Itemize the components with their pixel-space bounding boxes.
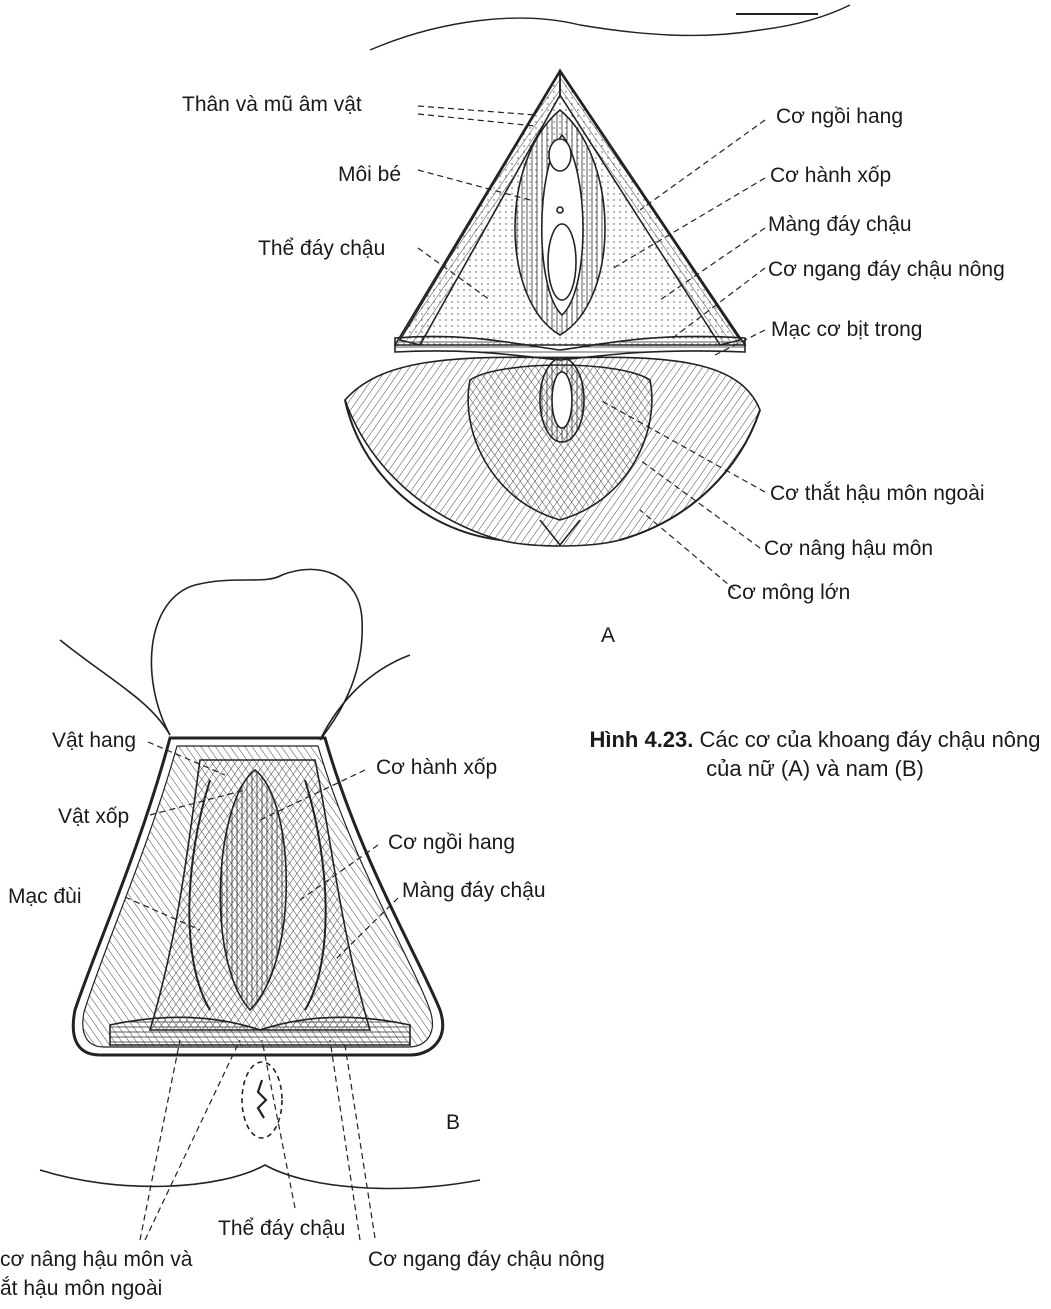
label-bulbospongiosus-b: Cơ hành xốp — [376, 757, 497, 778]
caption-number: Hình 4.23. — [589, 727, 693, 752]
label-corpus-cavernosum: Vật hang — [52, 730, 136, 751]
label-perineal-membrane-b: Màng đáy chậu — [402, 880, 546, 901]
label-obturator-internus-fascia: Mạc cơ bịt trong — [771, 319, 923, 340]
label-fascia-lata: Mạc đùi — [8, 886, 82, 907]
label-levator-ani-a: Cơ nâng hậu môn — [764, 538, 933, 559]
label-perineal-body-b: Thể đáy chậu — [218, 1218, 345, 1239]
label-perineal-membrane-a: Màng đáy chậu — [768, 214, 912, 235]
label-gluteus-maximus: Cơ mông lớn — [727, 582, 850, 603]
label-external-anal-sphincter-a: Cơ thắt hậu môn ngoài — [770, 483, 985, 504]
label-perineal-body-a: Thể đáy chậu — [258, 238, 385, 259]
label-ischiocavernosus-b: Cơ ngồi hang — [388, 832, 515, 853]
label-levator-ani-and-line2: ắt hậu môn ngoài — [0, 1278, 162, 1299]
label-ischiocavernosus-a: Cơ ngồi hang — [776, 106, 903, 127]
label-labia-minora: Môi bé — [338, 164, 401, 185]
label-bulbospongiosus-a: Cơ hành xốp — [770, 165, 891, 186]
label-clitoris-body-and-prepuce: Thân và mũ âm vật — [182, 94, 362, 115]
label-superficial-transverse-perineal-a: Cơ ngang đáy chậu nông — [768, 259, 1005, 280]
label-levator-ani-and-line1: cơ nâng hậu môn và — [0, 1249, 192, 1270]
label-corpus-spongiosum: Vật xốp — [58, 806, 129, 827]
figure-caption: Hình 4.23. Các cơ của khoang đáy chậu nô… — [580, 726, 1050, 783]
panel-letter-a: A — [601, 625, 615, 646]
caption-text: Các cơ của khoang đáy chậu nông của nữ (… — [700, 727, 1041, 781]
label-superficial-transverse-perineal-b: Cơ ngang đáy chậu nông — [368, 1249, 605, 1270]
panel-letter-b: B — [446, 1112, 460, 1133]
